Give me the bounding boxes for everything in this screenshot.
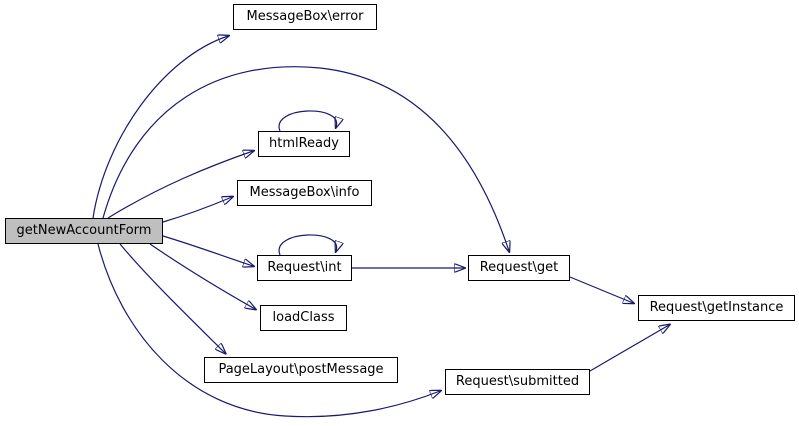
edge-getNewAccountForm-Request-int xyxy=(162,235,253,266)
node-request-get[interactable]: Request\get xyxy=(468,255,570,281)
node-htmlready[interactable]: htmlReady xyxy=(258,131,350,157)
node-pagelayout-postmessage[interactable]: PageLayout\postMessage xyxy=(204,357,398,383)
edge-getNewAccountForm-MessageBox-info xyxy=(162,197,232,223)
edge-getNewAccountForm-PageLayout-postMessage xyxy=(119,243,225,353)
node-request-int[interactable]: Request\int xyxy=(257,255,352,281)
edge-getNewAccountForm-MessageBox-error xyxy=(92,36,228,219)
edge-Request-get-Request-getInstance xyxy=(569,276,633,303)
edge-getNewAccountForm-htmlReady xyxy=(107,151,253,219)
edge-getNewAccountForm-Request-get xyxy=(102,66,509,251)
edge-htmlReady-self-loop xyxy=(278,110,337,132)
edge-Request-int-self-loop xyxy=(278,234,337,256)
node-messagebox-error[interactable]: MessageBox\error xyxy=(233,4,377,30)
node-messagebox-info[interactable]: MessageBox\info xyxy=(237,180,372,206)
node-request-getinstance[interactable]: Request\getInstance xyxy=(638,295,795,321)
edge-Request-submitted-Request-getInstance xyxy=(589,325,669,372)
edge-getNewAccountForm-loadClass xyxy=(149,243,255,309)
edge-getNewAccountForm-Request-submitted xyxy=(97,243,440,418)
node-request-submitted[interactable]: Request\submitted xyxy=(445,369,590,395)
node-loadclass[interactable]: loadClass xyxy=(260,305,347,331)
node-getnewaccountform[interactable]: getNewAccountForm xyxy=(5,218,163,244)
